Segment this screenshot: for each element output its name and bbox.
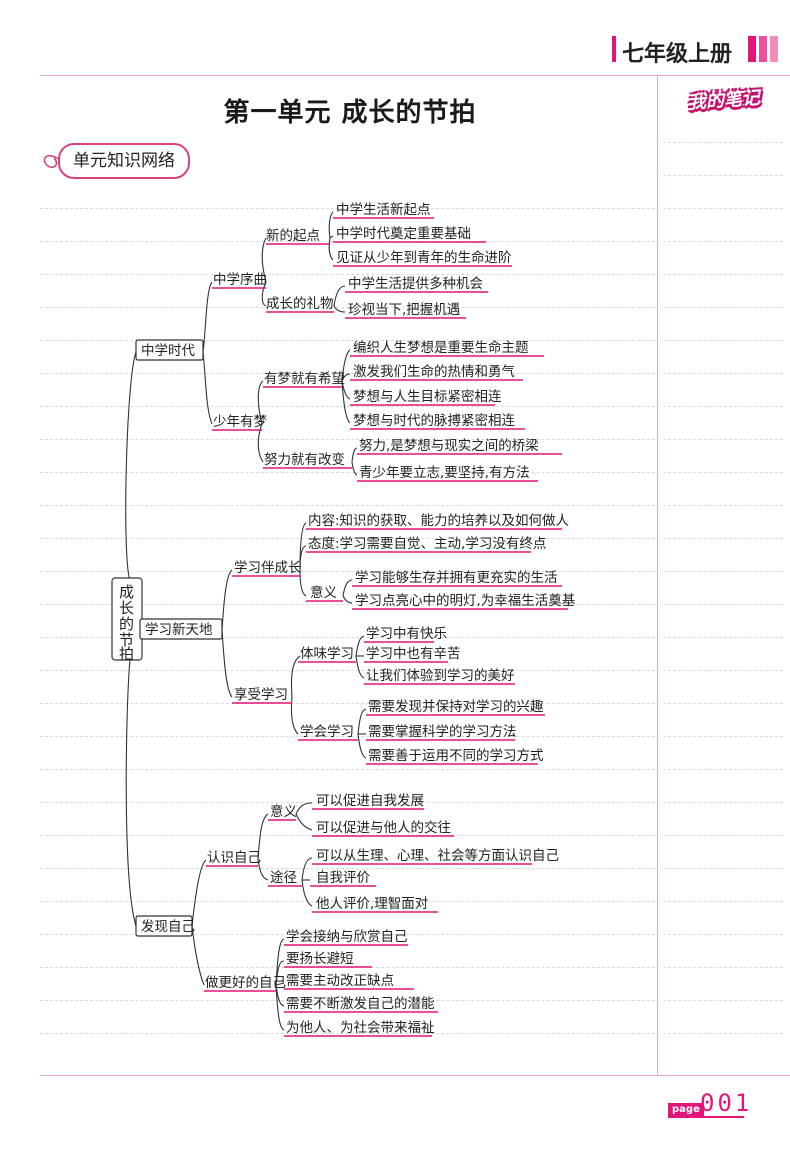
leaf-node: 激发我们生命的热情和勇气: [353, 363, 515, 380]
leaf-node: 青少年要立志,要坚持,有方法: [359, 465, 530, 481]
level2-node: 学习伴成长: [234, 560, 302, 576]
header-bar-left: [612, 36, 616, 62]
leaf-node: 学习中有快乐: [366, 626, 447, 642]
level3-node: 努力就有改变: [264, 452, 345, 468]
level3-node: 意义: [270, 803, 297, 820]
leaf-node: 学习中也有辛苦: [366, 646, 461, 662]
section-tag: 单元知识网络: [58, 143, 190, 179]
level3-node: 意义: [310, 584, 337, 601]
level3-node: 有梦就有希望: [264, 371, 345, 387]
leaf-node: 需要掌握科学的学习方法: [368, 724, 517, 740]
level3-node: 体味学习: [300, 646, 354, 662]
page-number-underline: [668, 1116, 744, 1118]
level1-node: 学习新天地: [145, 622, 213, 638]
leaf-node: 学习能够生存并拥有更充实的生活: [355, 570, 558, 586]
level3-node: 成长的礼物: [266, 296, 334, 312]
header-bar-right-2: [759, 36, 767, 62]
leaf-node: 需要善于运用不同的学习方式: [368, 748, 544, 764]
leaf-node: 珍视当下,把握机遇: [348, 302, 460, 318]
bottom-rule: [40, 1075, 790, 1076]
leaf-node: 编织人生梦想是重要生命主题: [353, 339, 529, 356]
leaf-node: 让我们体验到学习的美好: [366, 668, 515, 684]
root-node-char: 成: [119, 583, 134, 601]
leaf-node: 需要发现并保持对学习的兴趣: [368, 699, 544, 715]
leaf-node: 为他人、为社会带来福祉: [286, 1020, 435, 1036]
section-tag-curl: [43, 155, 61, 169]
leaf-node: 学习点亮心中的明灯,为幸福生活奠基: [355, 592, 576, 609]
leaf-node: 学会接纳与欣赏自己: [286, 928, 408, 945]
level2-node: 少年有梦: [213, 414, 267, 430]
leaf-node: 努力,是梦想与现实之间的桥梁: [359, 438, 539, 454]
leaf-node: 自我评价: [316, 870, 370, 886]
notes-divider: [657, 75, 658, 1075]
leaf-node: 可以促进自我发展: [316, 793, 424, 809]
leaf-node: 梦想与时代的脉搏紧密相连: [353, 412, 515, 429]
level2-node: 认识自己: [207, 850, 261, 866]
grade-label: 七年级上册: [622, 42, 733, 67]
level2-node: 做更好的自己: [205, 975, 286, 991]
leaf-node: 见证从少年到青年的生命进阶: [336, 249, 512, 266]
header-bar-right-3: [770, 36, 778, 62]
leaf-node: 需要不断激发自己的潜能: [286, 996, 435, 1012]
level3-node: 途径: [270, 869, 297, 886]
root-node-char: 长: [119, 599, 134, 617]
level2-node: 享受学习: [234, 686, 288, 703]
root-node-char: 节: [119, 631, 134, 649]
level1-node: 发现自己: [141, 919, 195, 935]
level3-node: 新的起点: [266, 228, 320, 244]
leaf-node: 中学时代奠定重要基础: [336, 225, 471, 242]
leaf-node: 他人评价,理智面对: [316, 896, 428, 912]
leaf-node: 中学生活新起点: [336, 202, 431, 218]
level2-node: 中学序曲: [213, 272, 267, 288]
leaf-node: 可以促进与他人的交往: [316, 819, 451, 836]
leaf-node: 态度:学习需要自觉、主动,学习没有终点: [308, 536, 546, 552]
level1-node: 中学时代: [141, 343, 195, 359]
level3-node: 学会学习: [300, 724, 354, 740]
root-node-char: 的: [119, 615, 134, 633]
leaf-node: 需要主动改正缺点: [286, 973, 394, 989]
leaf-node: 内容:知识的获取、能力的培养以及如何做人: [308, 512, 570, 529]
leaf-node: 可以从生理、心理、社会等方面认识自己: [316, 847, 559, 864]
top-band: [0, 0, 790, 95]
page-label: page: [668, 1103, 704, 1116]
leaf-node: 中学生活提供多种机会: [348, 275, 483, 292]
page-title: 第一单元 成长的节拍: [223, 98, 477, 128]
root-node-char: 拍: [119, 645, 134, 663]
header-bar-right-1: [748, 36, 756, 62]
leaf-node: 梦想与人生目标紧密相连: [353, 388, 502, 405]
top-rule: [40, 75, 790, 76]
leaf-node: 要扬长避短: [286, 951, 354, 967]
page-number: 001: [700, 1089, 753, 1117]
